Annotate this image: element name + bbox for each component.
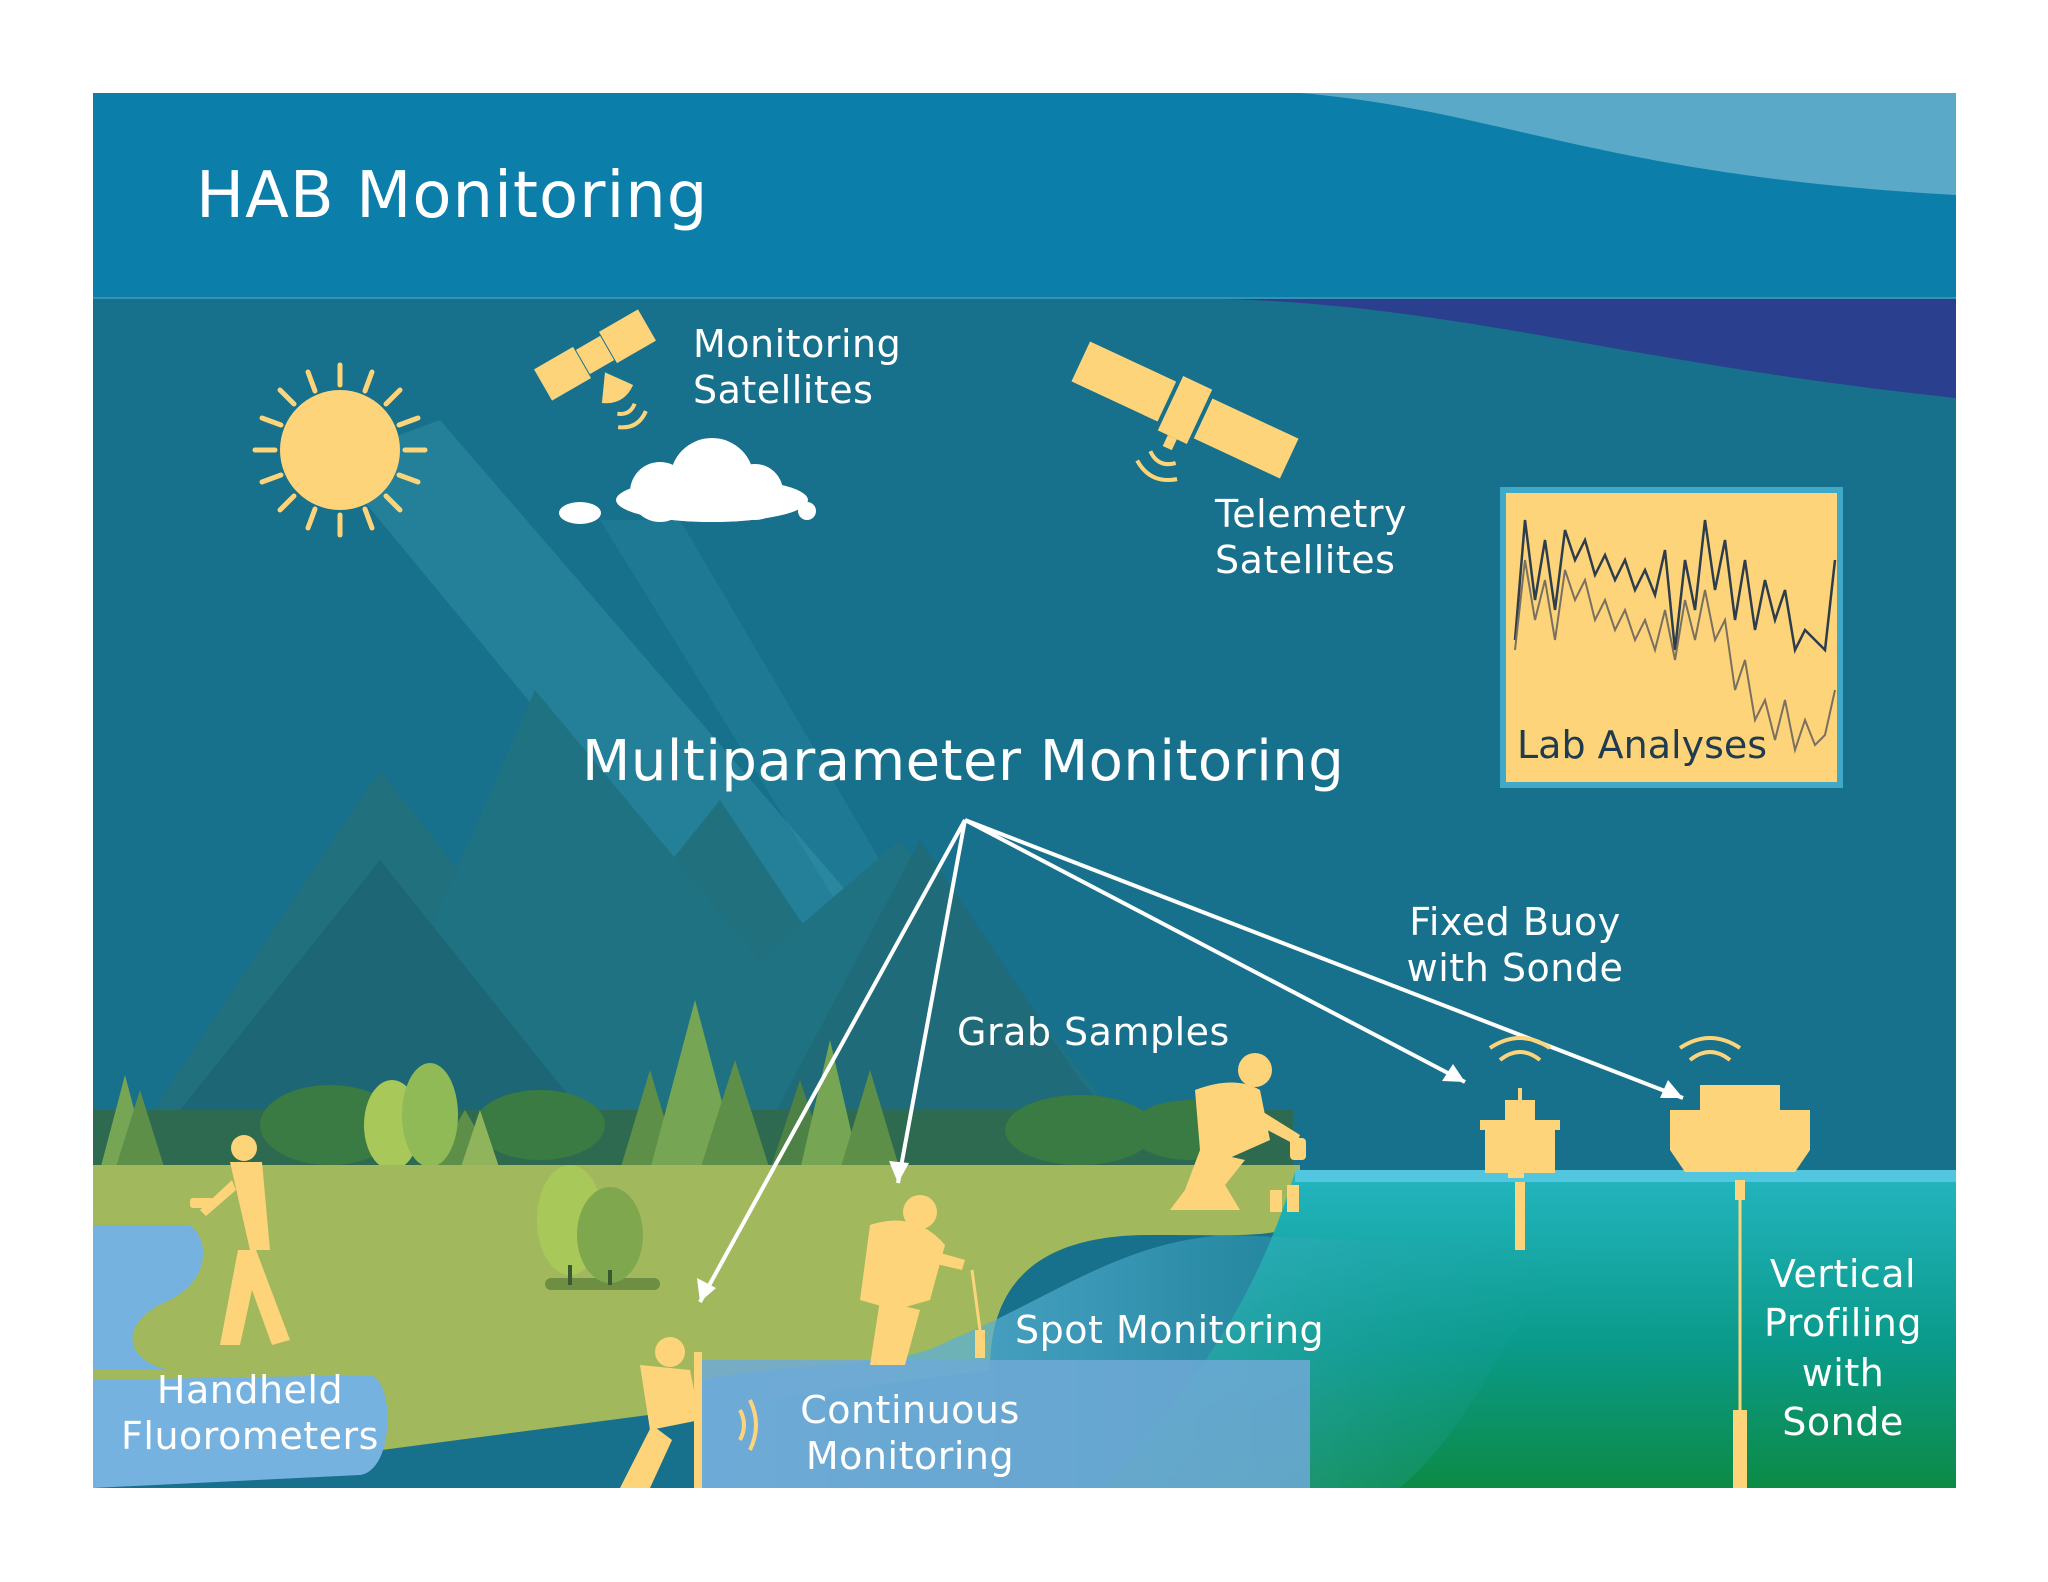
- left-pond: [93, 1225, 204, 1370]
- mountain-right: [750, 840, 1150, 1160]
- arrowheads: [697, 1064, 1683, 1302]
- multiparameter-monitoring-label: Multiparameter Monitoring: [582, 729, 1345, 794]
- person-continuous-monitoring-icon: [620, 1337, 758, 1488]
- fixed-buoy-label: Fixed Buoy with Sonde: [1406, 900, 1624, 990]
- lab-spectrum-line-dark: [1513, 519, 1837, 654]
- shore-water: [700, 1360, 1310, 1488]
- monitoring-satellite-icon: [534, 309, 656, 430]
- spot-monitoring-label: Spot Monitoring: [1015, 1308, 1325, 1352]
- header-wave: [1300, 93, 1956, 195]
- diagram-title: HAB Monitoring: [196, 159, 709, 233]
- monitoring-satellites-label: Monitoring Satellites: [693, 322, 902, 412]
- sun-icon: [252, 362, 428, 538]
- mountain-near: [140, 860, 620, 1160]
- lab-analyses-panel: [1500, 487, 1843, 788]
- continuous-monitoring-label: Continuous Monitoring: [800, 1388, 1020, 1478]
- lab-analyses-label: Lab Analyses: [1517, 723, 1768, 767]
- telemetry-satellites-label: Telemetry Satellites: [1215, 492, 1407, 582]
- grass-land: [93, 1165, 1300, 1488]
- profiling-buoy-icon: [1670, 1036, 1810, 1488]
- person-handheld-fluorometer-icon: [190, 1135, 290, 1345]
- fixed-buoy-icon: [1480, 1036, 1560, 1250]
- left-pond-lower: [93, 1375, 388, 1488]
- telemetry-satellite-icon: [1071, 341, 1299, 482]
- lab-spectrum-line-light: [1514, 559, 1836, 754]
- person-grab-samples-icon: [1170, 1053, 1306, 1212]
- cloud-icon: [559, 438, 816, 524]
- person-spot-monitoring-icon: [860, 1195, 985, 1365]
- grab-samples-label: Grab Samples: [957, 1010, 1230, 1054]
- dark-wave-band: [1180, 298, 1956, 398]
- handheld-fluorometers-label: Handheld Fluorometers: [121, 1368, 379, 1458]
- tree-pair: [537, 1165, 660, 1290]
- vertical-profiling-label: Vertical Profiling with Sonde: [1763, 1252, 1923, 1445]
- arrows: [698, 818, 1684, 1303]
